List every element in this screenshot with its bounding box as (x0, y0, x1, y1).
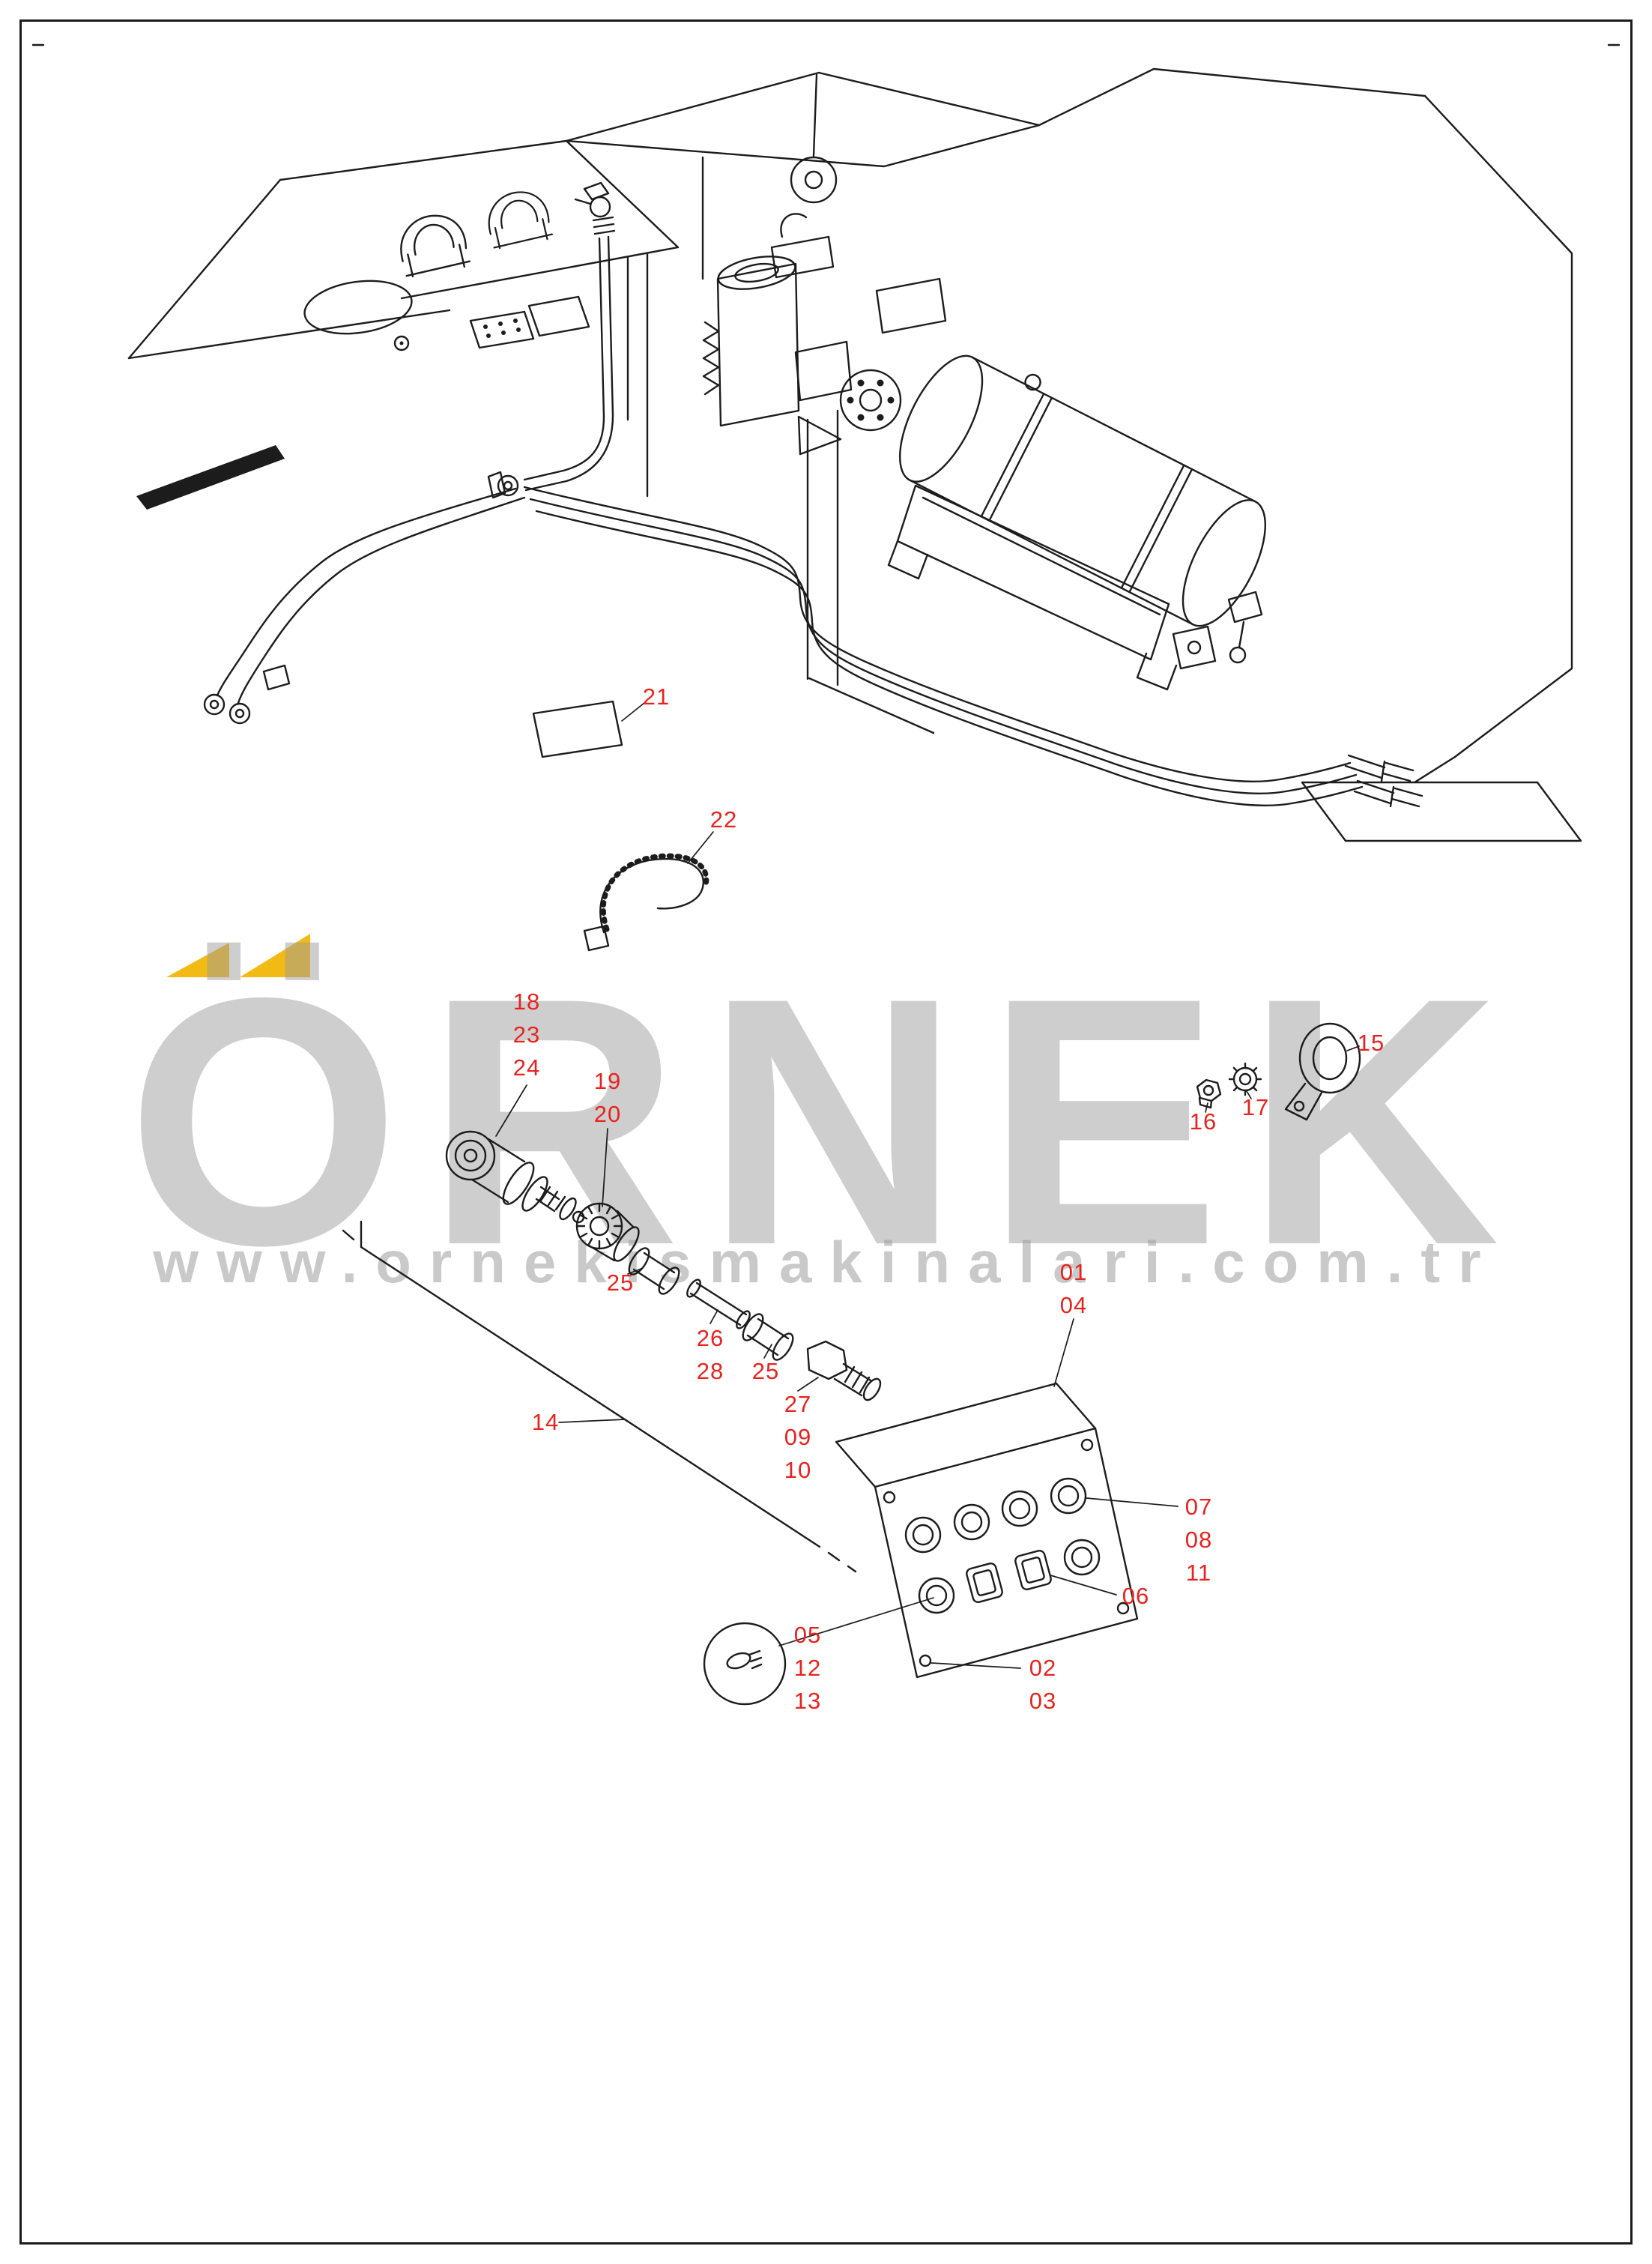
callout-label: 20 (593, 1101, 622, 1127)
callout-label: 25 (751, 1358, 780, 1384)
callout-label: 28 (696, 1358, 724, 1384)
callout-label: 10 (784, 1457, 812, 1483)
callout-label: 18 (512, 988, 541, 1015)
callout-label: 16 (1189, 1108, 1217, 1135)
battery-panel (127, 139, 680, 360)
leader-lines (495, 702, 1360, 1669)
callout-label: 06 (1122, 1583, 1150, 1609)
callout-label: 24 (512, 1054, 541, 1081)
callout-label: 01 (1059, 1259, 1088, 1285)
callout-label: 12 (793, 1655, 822, 1681)
lock-washer (1228, 1062, 1262, 1096)
callout-label: 04 (1059, 1292, 1088, 1318)
bulb-detail (703, 1622, 787, 1706)
callout-label: 03 (1029, 1688, 1057, 1714)
hose-bundle (203, 486, 1423, 808)
callout-label: 13 (793, 1688, 822, 1714)
cable-tie (583, 853, 709, 952)
callout-label: 07 (1184, 1494, 1213, 1520)
machine-frame (565, 67, 1582, 842)
clamp-part (1284, 1022, 1361, 1121)
callout-label: 27 (784, 1391, 812, 1417)
callout-label: 21 (642, 683, 671, 710)
control-box (835, 1382, 1139, 1679)
hex-nut (1196, 1078, 1222, 1109)
callout-label: 22 (709, 806, 738, 833)
callout-label: 08 (1184, 1527, 1213, 1553)
tank-mount-frame (887, 484, 1178, 691)
callout-label: 05 (793, 1622, 822, 1648)
callout-label: 17 (1241, 1094, 1270, 1120)
flag-tag (532, 700, 623, 758)
callout-label: 23 (512, 1021, 541, 1048)
hose-end-fitting (1344, 754, 1415, 782)
air-tank (899, 354, 1266, 627)
callout-label: 11 (1185, 1560, 1212, 1586)
callout-label: 09 (784, 1424, 812, 1450)
callout-label: 25 (606, 1270, 635, 1296)
callout-label: 14 (531, 1409, 560, 1435)
exploded-connector-assembly (445, 1130, 882, 1401)
solid-fill-details (136, 319, 895, 510)
sensor-post (487, 181, 616, 499)
hose-end-fitting (1353, 779, 1423, 808)
drain-valve (1172, 591, 1263, 670)
callout-label: 02 (1029, 1655, 1057, 1681)
reference-line (342, 1220, 857, 1573)
engine-cluster (702, 156, 947, 456)
callout-label: 15 (1357, 1030, 1385, 1056)
callout-label: 26 (696, 1325, 724, 1351)
callout-label: 19 (593, 1068, 622, 1094)
